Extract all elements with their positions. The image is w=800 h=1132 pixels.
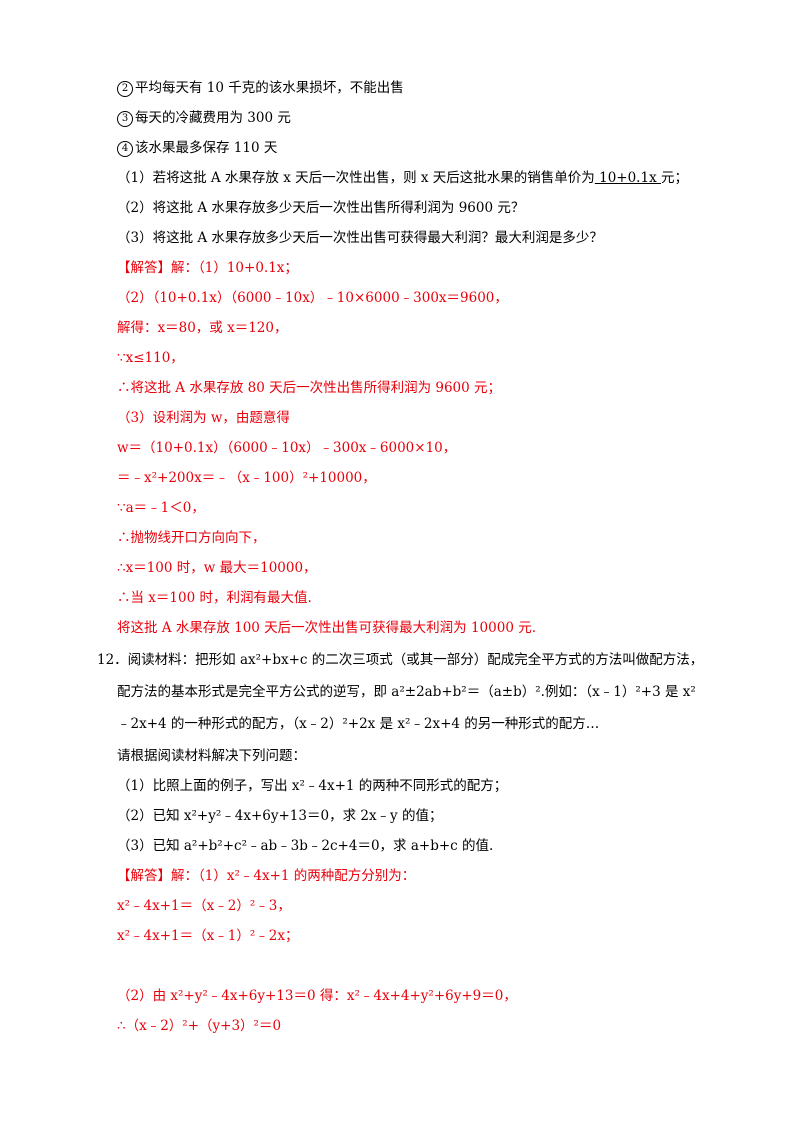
answer-line: w＝（10+0.1x）（6000﹣10x）﹣300x﹣6000×10， xyxy=(117,440,457,456)
answer-line: ∴（x﹣2）²+（y+3）²＝0 xyxy=(117,1018,282,1034)
answer-line: ∴当 x＝100 时，利润有最大值. xyxy=(117,590,312,606)
answer-line: x²﹣4x+1＝（x﹣2）²﹣3， xyxy=(117,898,291,914)
answer-line: ∴x＝100 时，w 最大＝10000， xyxy=(117,560,317,576)
line-text: 该水果最多保存 110 天 xyxy=(135,140,278,156)
circled-number: 4 xyxy=(117,141,133,157)
line-text: （1）若将这批 A 水果存放 x 天后一次性出售，则 x 天后这批水果的销售单价… xyxy=(117,170,595,186)
problem-12-line: （1）比照上面的例子，写出 x²﹣4x+1 的两种不同形式的配方； xyxy=(117,778,508,794)
problem-12-line: ﹣2x+4 的一种形式的配方，（x﹣2）²+2x 是 x²﹣2x+4 的另一种形… xyxy=(117,716,600,732)
question-3: （3）将这批 A 水果存放多少天后一次性出售可获得最大利润？最大利润是多少？ xyxy=(117,230,603,246)
answer-line: ∵x≤110， xyxy=(117,350,184,366)
answer-line: 解得：x＝80，或 x＝120， xyxy=(117,320,288,336)
problem-12-line: 12．阅读材料：把形如 ax²+bx+c 的二次三项式（或其一部分）配成完全平方… xyxy=(97,652,704,668)
problem-12-line: （2）已知 x²+y²﹣4x+6y+13＝0，求 2x﹣y 的值； xyxy=(117,808,443,824)
answer-line: 将这批 A 水果存放 100 天后一次性出售可获得最大利润为 10000 元. xyxy=(117,620,537,636)
circled-number: 3 xyxy=(117,111,133,127)
circled-number: 2 xyxy=(117,81,133,97)
answer-blank: 10+0.1x xyxy=(594,170,661,186)
answer-line: ∵a＝﹣1＜0， xyxy=(117,500,205,516)
question-2: （2）将这批 A 水果存放多少天后一次性出售所得利润为 9600 元？ xyxy=(117,200,525,216)
answer-line: （2）（10+0.1x）（6000﹣10x）﹣10×6000﹣300x＝9600… xyxy=(117,290,508,306)
answer-line: ∴将这批 A 水果存放 80 天后一次性出售所得利润为 9600 元； xyxy=(117,380,502,396)
line-text-after: 元； xyxy=(660,170,688,186)
answer-line: ∴抛物线开口方向向下， xyxy=(117,530,266,546)
problem-12-line: 请根据阅读材料解决下列问题： xyxy=(117,748,306,764)
problem-12-line: 配方法的基本形式是完全平方公式的逆写，即 a²±2ab+b²＝（a±b）².例如… xyxy=(117,684,696,700)
question-1: （1）若将这批 A 水果存放 x 天后一次性出售，则 x 天后这批水果的销售单价… xyxy=(117,168,688,188)
answer-line: （3）设利润为 w，由题意得 xyxy=(117,410,290,426)
answer-line: （2）由 x²+y²﹣4x+6y+13＝0 得：x²﹣4x+4+y²+6y+9＝… xyxy=(117,988,517,1004)
answer-line: ＝﹣x²+200x＝﹣（x﹣100）²+10000， xyxy=(117,470,376,486)
problem-12-line: （3）已知 a²+b²+c²﹣ab﹣3b﹣2c+4＝0，求 a+b+c 的值. xyxy=(117,838,494,854)
line-text: 平均每天有 10 千克的该水果损坏，不能出售 xyxy=(135,80,404,96)
line-text: 每天的冷藏费用为 300 元 xyxy=(135,110,291,126)
answer-line: x²﹣4x+1＝（x﹣1）²﹣2x； xyxy=(117,928,299,944)
answer-line: 【解答】解：（1）x²﹣4x+1 的两种配方分别为： xyxy=(117,868,416,884)
answer-line: 【解答】解：（1）10+0.1x； xyxy=(117,260,298,276)
